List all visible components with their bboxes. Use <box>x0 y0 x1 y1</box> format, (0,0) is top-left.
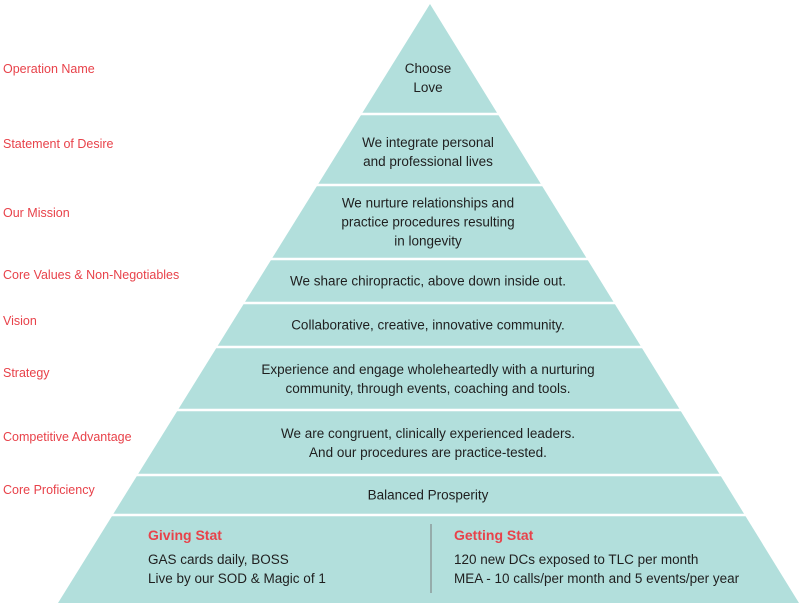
tier-operation-name: Choose Love <box>405 59 452 97</box>
label-vision: Vision <box>3 314 37 328</box>
tier-vision: Collaborative, creative, innovative comm… <box>291 316 565 335</box>
tier-line: Experience and engage wholeheartedly wit… <box>261 362 595 377</box>
tier-line: practice procedures resulting <box>341 214 515 230</box>
tier-line: and professional lives <box>363 154 493 169</box>
tier-line: We nurture relationships and <box>341 195 515 211</box>
tier-our-mission: We nurture relationships and practice pr… <box>341 194 514 251</box>
label-strategy: Strategy <box>3 366 50 380</box>
getting-stat-line: 120 new DCs exposed to TLC per month <box>454 552 699 567</box>
tier-line: Love <box>413 80 443 95</box>
giving-stat-line: GAS cards daily, BOSS <box>148 552 289 567</box>
tier-line: We integrate personal <box>362 135 494 150</box>
tier-competitive-advantage: We are congruent, clinically experienced… <box>281 424 575 462</box>
label-our-mission: Our Mission <box>3 206 70 220</box>
tier-line: We are congruent, clinically experienced… <box>281 426 575 441</box>
tier-line: Choose <box>404 61 452 76</box>
getting-stat-line: MEA - 10 calls/per month and 5 events/pe… <box>454 571 740 586</box>
giving-stat-title: Giving Stat <box>148 527 222 543</box>
label-competitive-advantage: Competitive Advantage <box>3 430 132 444</box>
label-core-proficiency: Core Proficiency <box>3 483 95 497</box>
giving-stat-line: Live by our SOD & Magic of 1 <box>148 571 326 586</box>
label-statement-of-desire: Statement of Desire <box>3 137 114 151</box>
getting-stat-title: Getting Stat <box>454 527 534 543</box>
tier-strategy: Experience and engage wholeheartedly wit… <box>261 360 594 398</box>
tier-line: in longevity <box>394 233 462 249</box>
tier-line: Collaborative, creative, innovative comm… <box>291 317 565 333</box>
tier-line: community, through events, coaching and … <box>285 381 571 396</box>
tier-line: We share chiropractic, above down inside… <box>290 273 566 289</box>
tier-line: Balanced Prosperity <box>367 487 489 503</box>
tier-line: And our procedures are practice-tested. <box>309 445 547 460</box>
tier-statement-of-desire: We integrate personal and professional l… <box>362 133 494 171</box>
label-operation-name: Operation Name <box>3 62 95 76</box>
tier-core-proficiency: Balanced Prosperity <box>368 486 489 505</box>
tier-core-values: We share chiropractic, above down inside… <box>290 272 566 291</box>
tier-separators <box>96 112 764 517</box>
label-core-values: Core Values & Non-Negotiables <box>3 268 180 282</box>
